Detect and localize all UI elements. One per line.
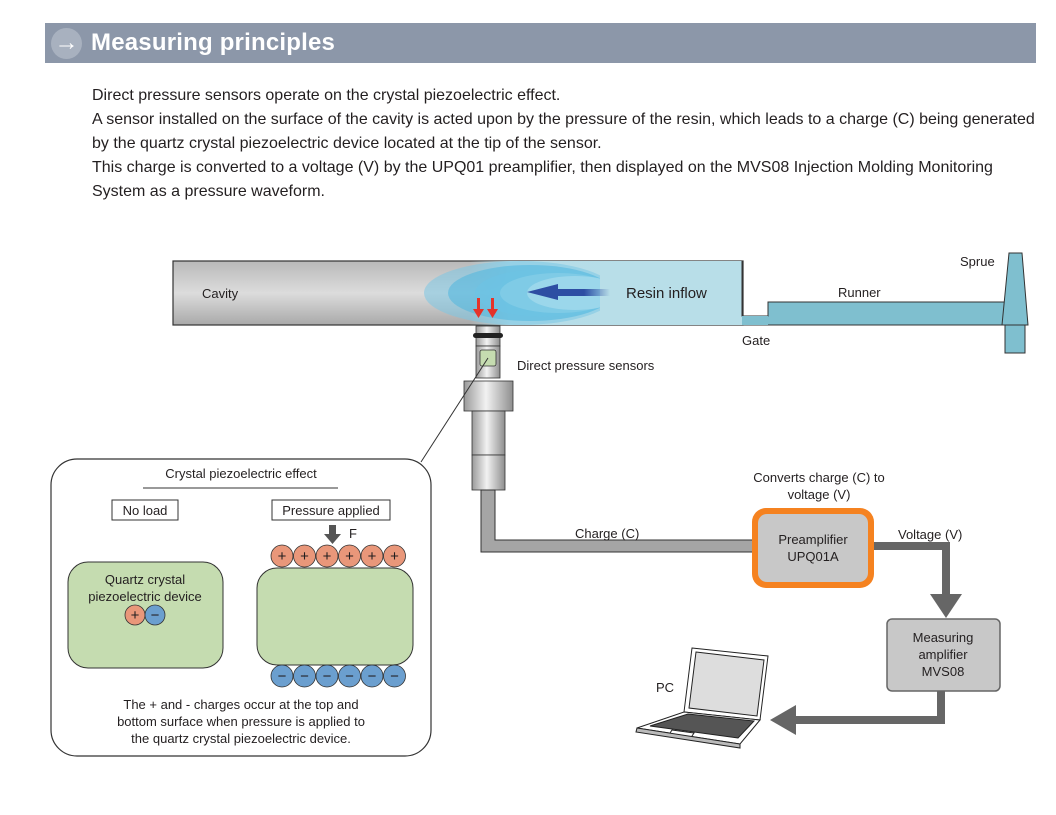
charge-label: Charge (C) <box>575 526 639 541</box>
section-header: → Measuring principles <box>45 23 1036 63</box>
runner <box>741 261 1004 326</box>
preamplifier-box: Preamplifier UPQ01A <box>752 508 874 588</box>
positive-charge <box>360 544 384 568</box>
measuring-amplifier-box: Measuring amplifier MVS08 <box>886 618 1001 692</box>
voltage-arrow-icon <box>874 542 962 618</box>
intro-paragraph: A sensor installed on the surface of the… <box>92 111 1035 152</box>
negative-charge <box>270 664 294 688</box>
intro-paragraph: This charge is converted to a voltage (V… <box>92 159 993 200</box>
negative-charge-sign: − <box>368 668 377 685</box>
intro-text: Direct pressure sensors operate on the c… <box>92 84 1037 204</box>
negative-charge-sign: − <box>390 668 399 685</box>
resin-inflow-label: Resin inflow <box>626 285 707 302</box>
section-title: Measuring principles <box>91 29 336 56</box>
converts-label-line1: Converts charge (C) to <box>753 470 885 485</box>
force-arrow-icon <box>324 525 341 544</box>
pressure-sensor <box>463 325 514 501</box>
positive-charge-sign: + <box>345 548 354 565</box>
positive-charge-sign: + <box>300 548 309 565</box>
negative-charge-sign: − <box>300 668 309 685</box>
positive-charge-sign: + <box>368 548 377 565</box>
negative-charge <box>293 664 316 688</box>
negative-charge <box>360 664 384 688</box>
voltage-label: Voltage (V) <box>898 527 962 542</box>
flow-arrow-icon <box>527 284 610 300</box>
positive-charge-sign: + <box>278 548 287 565</box>
force-label: F <box>349 526 357 541</box>
positive-charge-sign: + <box>390 548 399 565</box>
charge-pair: + − <box>124 604 166 626</box>
negative-charge <box>315 664 339 688</box>
negative-charge-sign: − <box>345 668 354 685</box>
positive-charge <box>315 544 339 568</box>
converts-label-line2: voltage (V) <box>788 487 851 502</box>
amp-label-line1: Measuring <box>913 630 974 645</box>
positive-charge-sign: + <box>323 548 332 565</box>
positive-charge <box>270 544 294 568</box>
positive-charge-row: + + + + + + <box>270 544 406 568</box>
inset-caption-line1: The + and - charges occur at the top and <box>123 697 358 712</box>
sensor-label: Direct pressure sensors <box>517 358 655 373</box>
inset-title: Crystal piezoelectric effect <box>165 466 317 481</box>
amp-label-line2: amplifier <box>918 647 968 662</box>
pc-label: PC <box>656 680 674 695</box>
piezo-inset-panel: Crystal piezoelectric effect No load Pre… <box>50 458 432 757</box>
device-label-line2: piezoelectric device <box>88 589 201 604</box>
output-arrow-icon <box>770 691 945 735</box>
runner-label: Runner <box>838 285 881 300</box>
sprue <box>1001 252 1029 354</box>
preamp-label-line1: Preamplifier <box>778 532 848 547</box>
positive-charge: + <box>131 607 140 624</box>
sprue-label: Sprue <box>960 254 995 269</box>
callout-line <box>420 357 489 463</box>
negative-charge-row: −−−−−− <box>270 664 406 688</box>
negative-charge <box>338 664 361 688</box>
pressure-arrow-icon <box>473 298 498 318</box>
negative-charge: − <box>151 607 160 624</box>
amp-label-line3: MVS08 <box>922 664 965 679</box>
device-label-line1: Quartz crystal <box>105 572 185 587</box>
gate-label: Gate <box>742 333 770 348</box>
preamp-label-line2: UPQ01A <box>787 549 839 564</box>
positive-charge <box>293 544 316 568</box>
positive-charge <box>383 544 406 568</box>
cavity-label: Cavity <box>202 286 239 301</box>
negative-charge-sign: − <box>278 668 287 685</box>
intro-paragraph: Direct pressure sensors operate on the c… <box>92 87 561 104</box>
resin-front-ripples <box>424 261 742 325</box>
laptop-icon <box>635 647 769 749</box>
no-load-label: No load <box>123 503 168 518</box>
arrow-right-icon: → <box>51 28 82 59</box>
inset-caption-line3: the quartz crystal piezoelectric device. <box>131 731 351 746</box>
negative-charge <box>383 664 406 688</box>
negative-charge-sign: − <box>323 668 332 685</box>
inset-caption-line2: bottom surface when pressure is applied … <box>117 714 365 729</box>
positive-charge <box>338 544 361 568</box>
pressure-applied-label: Pressure applied <box>282 503 380 518</box>
charge-cable <box>480 489 756 553</box>
